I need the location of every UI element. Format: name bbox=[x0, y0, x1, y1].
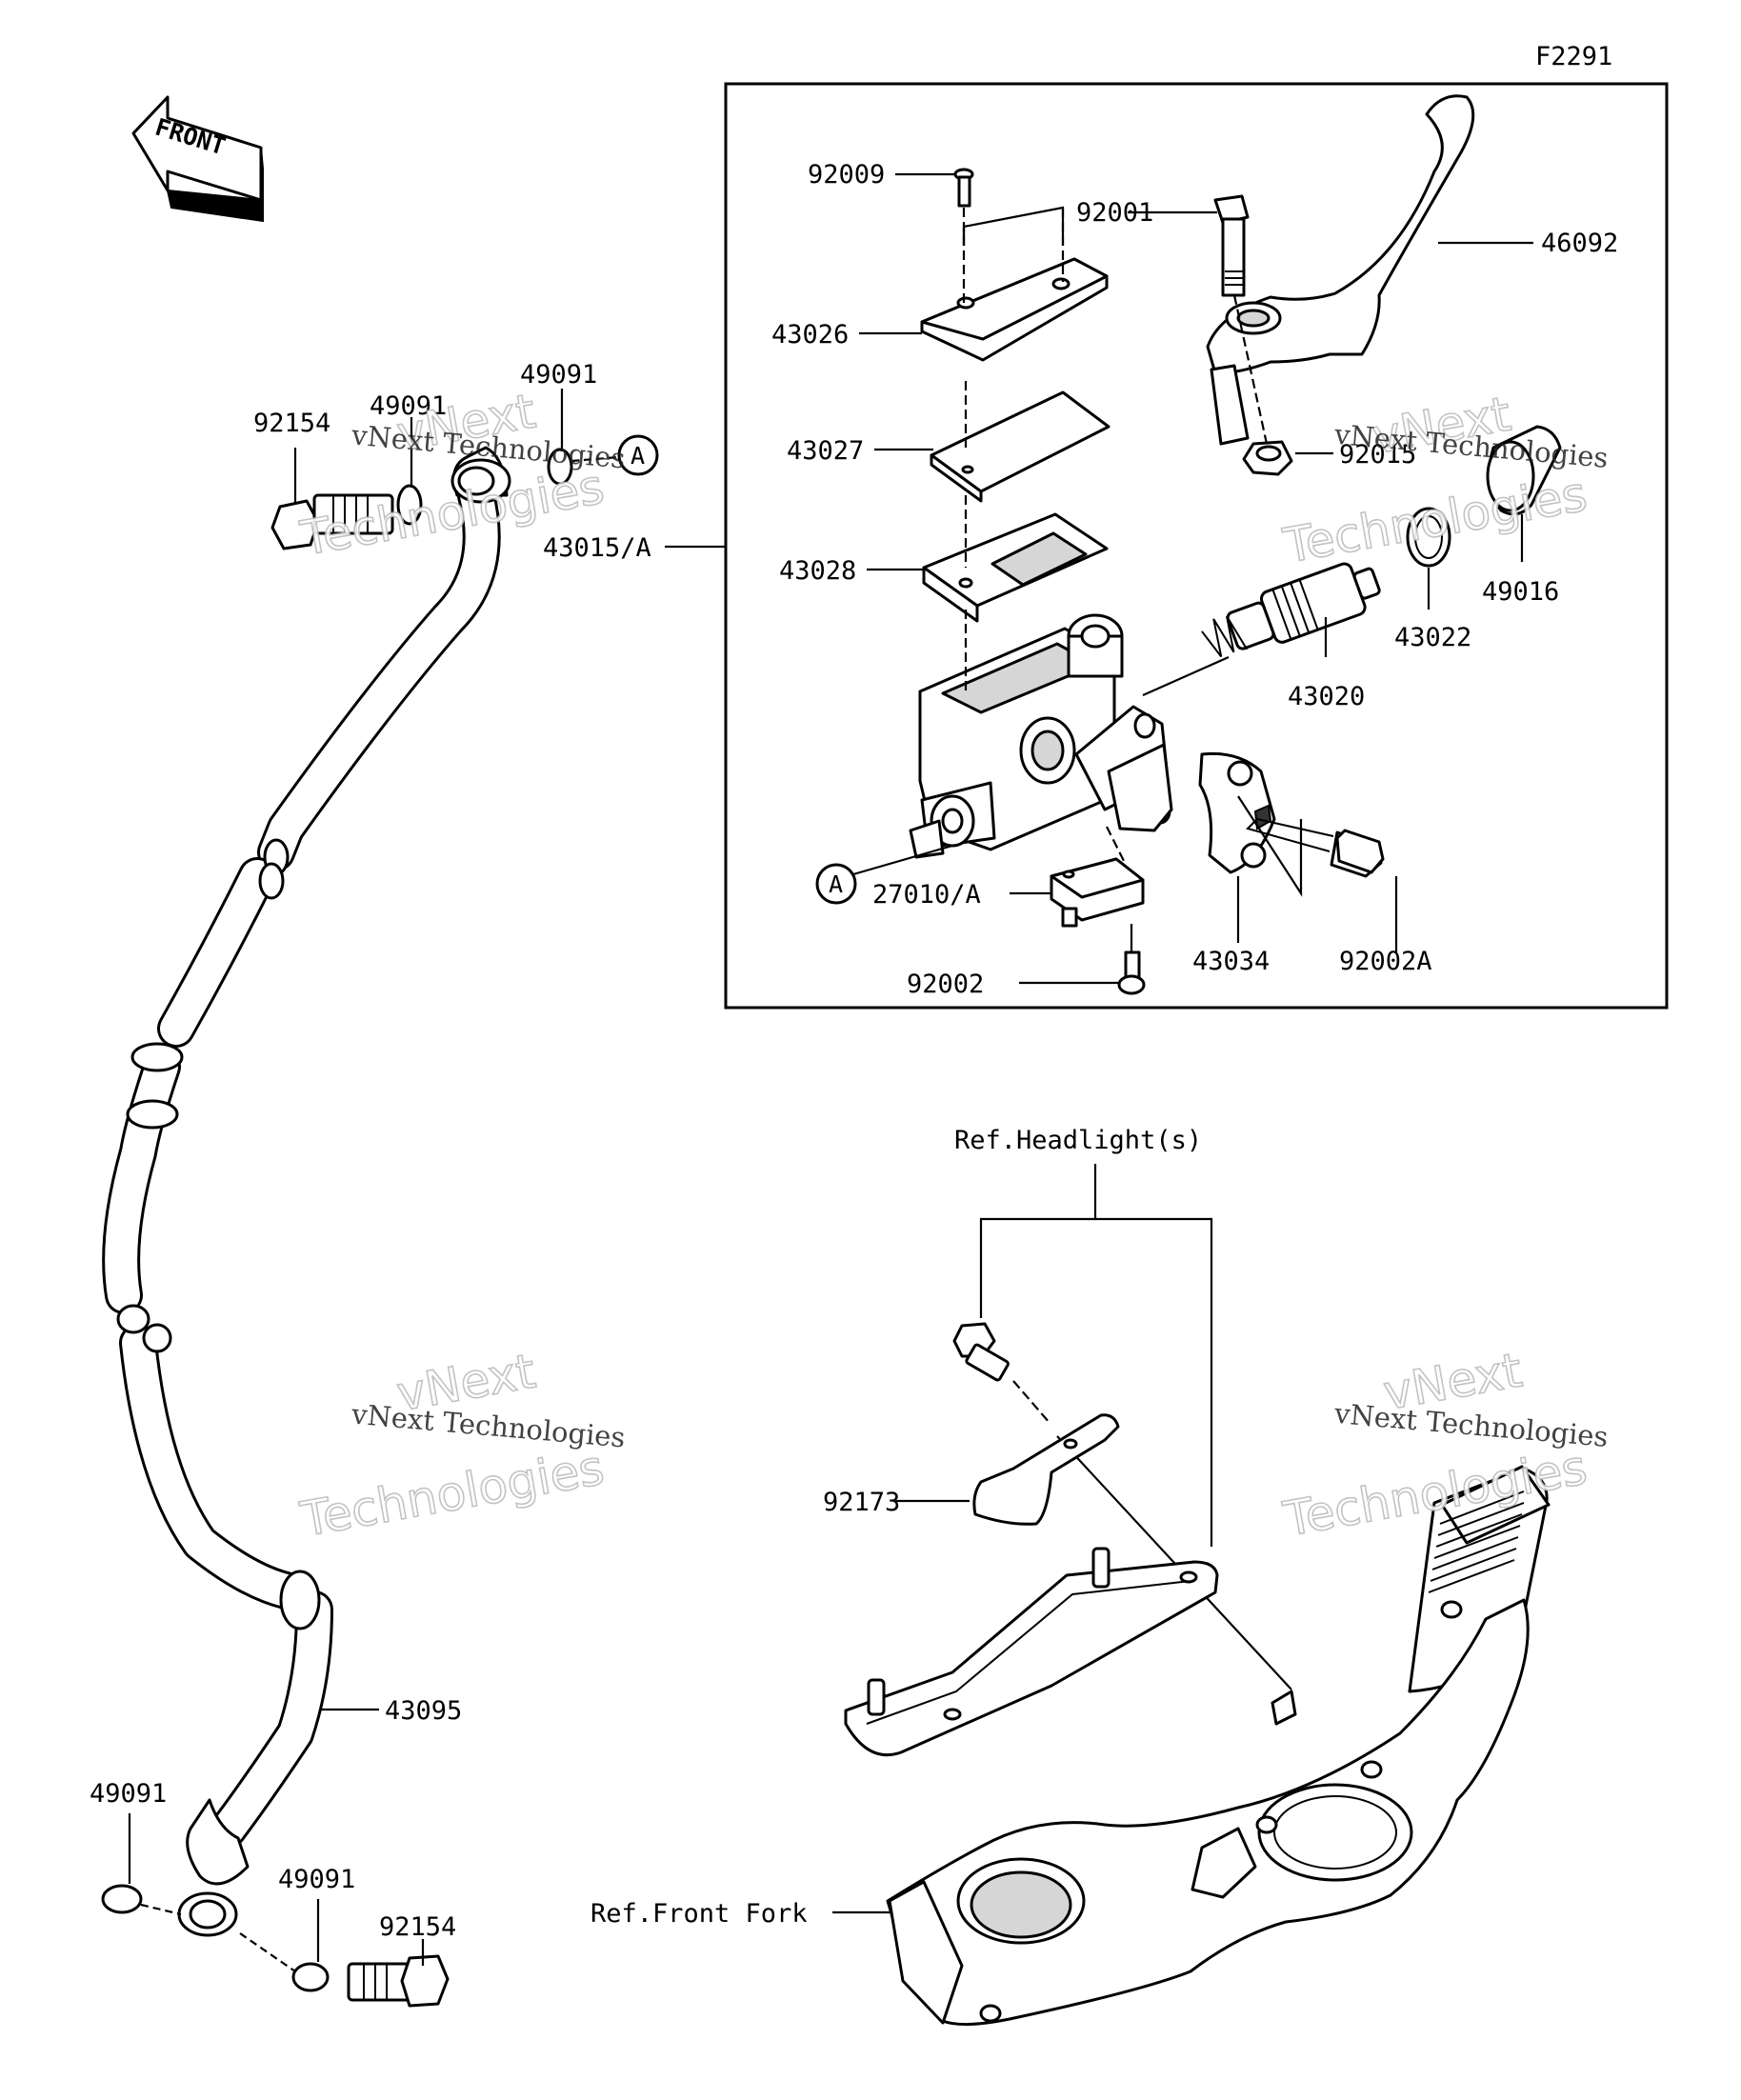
marker-a-upper-text: A bbox=[630, 442, 645, 470]
watermark-top-right: vNext vNext Technologies Technologies bbox=[1278, 386, 1610, 575]
label-92001: 92001 bbox=[1076, 198, 1153, 228]
leader-a-upper bbox=[570, 455, 620, 463]
diaphragm-43028 bbox=[922, 512, 1109, 623]
watermark-bottom-right: vNext vNext Technologies Technologies bbox=[1278, 1342, 1610, 1549]
bolt-92002A bbox=[1246, 817, 1385, 878]
label-49091-bottom-right: 49091 bbox=[278, 1865, 355, 1894]
label-92154-bottom: 92154 bbox=[379, 1912, 456, 1942]
label-92015: 92015 bbox=[1339, 440, 1416, 470]
marker-a-lower-text: A bbox=[829, 870, 843, 898]
label-43022: 43022 bbox=[1394, 623, 1471, 652]
piston-43020 bbox=[1201, 562, 1381, 658]
clamp-43034 bbox=[1198, 751, 1276, 874]
reservoir-cover-43026 bbox=[920, 257, 1109, 362]
marker-a-upper: A bbox=[617, 434, 659, 476]
leader-lines-left bbox=[128, 389, 564, 1972]
label-46092: 46092 bbox=[1541, 229, 1618, 258]
label-92154-top: 92154 bbox=[253, 409, 330, 438]
svg-text:Technologies: Technologies bbox=[1279, 466, 1591, 573]
switch-27010A bbox=[1050, 857, 1145, 928]
headlight-bolt bbox=[952, 1322, 1010, 1382]
headlight-ref-leaders bbox=[832, 1164, 1292, 1914]
label-92173: 92173 bbox=[823, 1488, 900, 1517]
screw-92002 bbox=[1117, 950, 1146, 995]
label-43095: 43095 bbox=[385, 1696, 462, 1726]
steering-stem-front-fork bbox=[886, 1465, 1551, 2027]
banjo-bolt-92154-bottom bbox=[347, 1954, 450, 2008]
circlip-43022 bbox=[1406, 507, 1451, 568]
front-arrow-icon: FRONT bbox=[131, 95, 265, 223]
washer-49091-top-left bbox=[396, 484, 423, 526]
label-27010a: 27010/A bbox=[872, 880, 981, 910]
label-ref-front-fork: Ref.Front Fork bbox=[590, 1899, 808, 1929]
label-43015a: 43015/A bbox=[543, 533, 651, 563]
label-ref-headlight: Ref.Headlight(s) bbox=[954, 1126, 1202, 1155]
diagram-code: F2291 bbox=[1535, 42, 1612, 71]
label-49016: 49016 bbox=[1482, 577, 1559, 607]
banjo-bolt-92154-top bbox=[270, 493, 394, 550]
label-92002: 92002 bbox=[907, 970, 984, 999]
pivot-bolt-92001 bbox=[1213, 194, 1250, 297]
label-43020: 43020 bbox=[1288, 682, 1365, 711]
label-43028: 43028 bbox=[779, 556, 856, 586]
master-cylinder-body-43015 bbox=[909, 613, 1173, 859]
label-43026: 43026 bbox=[771, 320, 849, 350]
leader-lines bbox=[665, 172, 1533, 985]
brake-hose-43095 bbox=[102, 446, 511, 1937]
washer-49091-bottom-right bbox=[291, 1962, 330, 1992]
svg-text:Technologies: Technologies bbox=[296, 1440, 608, 1548]
watermark-bottom-left: vNext vNext Technologies Technologies bbox=[295, 1343, 627, 1549]
label-49091-bottom-left: 49091 bbox=[90, 1779, 167, 1809]
label-43034: 43034 bbox=[1192, 947, 1270, 976]
nut-92015 bbox=[1242, 440, 1293, 476]
headlight-bracket bbox=[844, 1547, 1219, 1757]
screw-92009 bbox=[953, 168, 974, 208]
washer-49091-top-right bbox=[547, 448, 573, 486]
label-43027: 43027 bbox=[787, 436, 864, 466]
lever-46092 bbox=[1206, 94, 1475, 446]
diaphragm-plate-43027 bbox=[930, 390, 1111, 503]
washer-49091-bottom-left bbox=[101, 1884, 143, 1914]
label-92009: 92009 bbox=[808, 160, 885, 190]
boot-49016 bbox=[1486, 425, 1562, 516]
marker-a-lower: A bbox=[815, 863, 857, 905]
master-cylinder-box bbox=[724, 82, 1669, 1010]
label-49091-top-right: 49091 bbox=[520, 360, 597, 390]
clip-92173 bbox=[972, 1413, 1120, 1526]
label-49091-top-left: 49091 bbox=[370, 391, 447, 421]
label-92002a: 92002A bbox=[1339, 947, 1432, 976]
